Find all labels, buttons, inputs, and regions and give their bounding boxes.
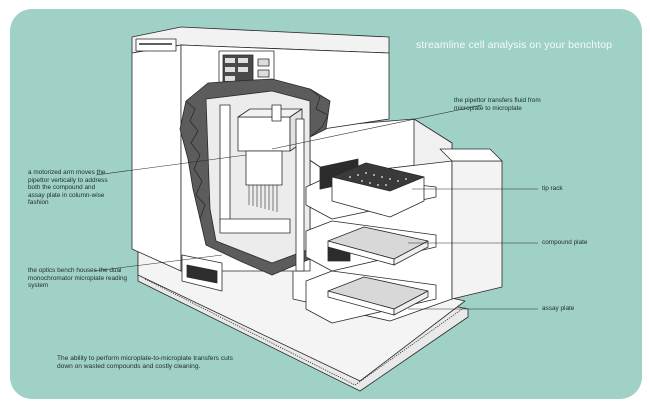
panel-button [257, 58, 270, 67]
callout-motorized-arm: a motorized arm moves the pipettor verti… [28, 169, 108, 207]
headline: streamline cell analysis on your benchto… [416, 39, 613, 51]
right-ledge-top [439, 148, 503, 162]
panel-button [257, 69, 270, 78]
pipette-tips [248, 185, 278, 212]
right-ledge [451, 160, 503, 300]
pipettor-head [237, 116, 291, 152]
cabinet-front [131, 44, 182, 272]
caption: The ability to perform microplate-to-mic… [57, 355, 233, 371]
tip-rack-top [331, 162, 425, 192]
callout-pipettor: the pipettor transfers fluid from microp… [454, 97, 541, 112]
leader-lines [93, 104, 538, 310]
callout-tip-rack: tip rack [542, 185, 563, 192]
tip-rack-holes [349, 172, 407, 186]
instrument-cutaway-diagram [93, 26, 538, 392]
callout-compound-plate: compound plate [542, 239, 588, 246]
callout-optics-bench: the optics bench houses the dual monochr… [28, 267, 128, 290]
callout-assay-plate: assay plate [542, 305, 575, 312]
brand-plate [135, 38, 177, 52]
motorized-arm-rail [219, 104, 231, 224]
illustration-panel: streamline cell analysis on your benchto… [10, 9, 642, 399]
